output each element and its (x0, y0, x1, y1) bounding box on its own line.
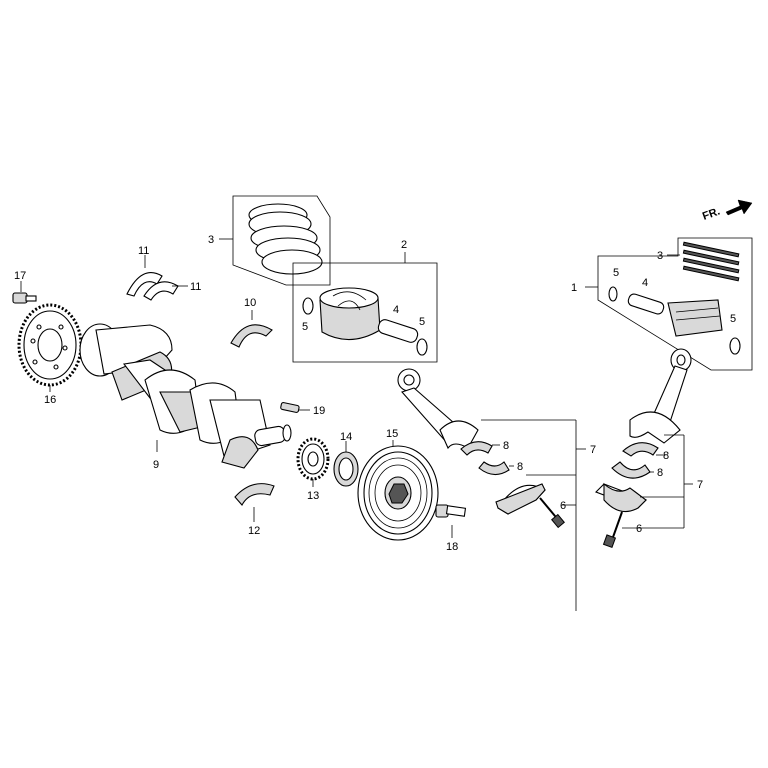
callout-8-d: 8 (657, 467, 663, 479)
callout-brackets-right (622, 435, 693, 529)
callout-19: 19 (313, 405, 325, 417)
callout-18: 18 (446, 541, 458, 553)
callout-11-b: 11 (190, 281, 201, 293)
rod-cap-center[interactable] (495, 483, 546, 515)
callout-labels: 1 2 3 3 4 4 5 5 5 5 6 6 7 7 8 8 8 8 9 10… (14, 234, 736, 553)
callout-8-c: 8 (663, 450, 669, 462)
front-arrow-icon (725, 199, 753, 216)
flywheel-bolt[interactable] (12, 281, 37, 304)
callout-4-center: 4 (393, 304, 399, 316)
callout-16: 16 (44, 394, 56, 406)
fr-label: FR. (701, 205, 722, 222)
rod-bearings-center[interactable] (460, 441, 514, 476)
callout-5-d: 5 (730, 313, 736, 325)
callout-7-right: 7 (697, 479, 703, 491)
rod-bearings-right[interactable] (611, 442, 665, 479)
callout-13: 13 (307, 490, 319, 502)
connecting-rod-right[interactable] (629, 348, 692, 444)
callout-2: 2 (401, 239, 407, 251)
callout-5-c: 5 (613, 267, 619, 279)
callout-12: 12 (248, 525, 260, 537)
callout-10: 10 (244, 297, 256, 309)
connecting-rod-center[interactable] (397, 368, 576, 450)
callout-7-center: 7 (590, 444, 596, 456)
timing-sprocket[interactable] (296, 437, 330, 487)
callout-5-b: 5 (419, 316, 425, 328)
callout-8-a: 8 (503, 440, 509, 452)
front-direction-indicator: FR. (701, 199, 753, 223)
piston-rings-set-upper[interactable] (219, 195, 331, 286)
rod-bolt-center[interactable] (539, 497, 565, 529)
piston-assembly-1[interactable] (585, 237, 753, 371)
piston-rings-set-right[interactable] (667, 241, 740, 282)
pulley-bolt[interactable] (435, 504, 467, 538)
callout-5-a: 5 (302, 321, 308, 333)
piston-assembly-2[interactable] (292, 252, 438, 363)
callout-brackets-center (526, 420, 586, 611)
callout-15: 15 (386, 428, 398, 440)
callout-1: 1 (571, 282, 577, 294)
callout-6-center: 6 (560, 500, 566, 512)
callout-17: 17 (14, 270, 26, 282)
rod-bolt-right[interactable] (602, 511, 623, 549)
callout-11-a: 11 (138, 245, 149, 257)
callout-3-right: 3 (657, 250, 663, 262)
crankshaft-pulley[interactable] (357, 440, 439, 541)
main-bearing-upper[interactable] (230, 310, 273, 348)
woodruff-key[interactable] (280, 402, 310, 413)
flex-plate[interactable] (17, 303, 83, 392)
callout-8-b: 8 (517, 461, 523, 473)
crankshaft[interactable] (79, 323, 292, 469)
rod-cap-right[interactable] (595, 482, 647, 513)
callout-14: 14 (340, 431, 352, 443)
callout-4-right: 4 (642, 277, 648, 289)
callout-6-right: 6 (636, 523, 642, 535)
callout-3-upper: 3 (208, 234, 214, 246)
callout-9: 9 (153, 459, 159, 471)
main-bearing-lower[interactable] (234, 483, 275, 522)
thrust-washers[interactable] (126, 255, 188, 301)
oil-seal[interactable] (333, 441, 359, 487)
